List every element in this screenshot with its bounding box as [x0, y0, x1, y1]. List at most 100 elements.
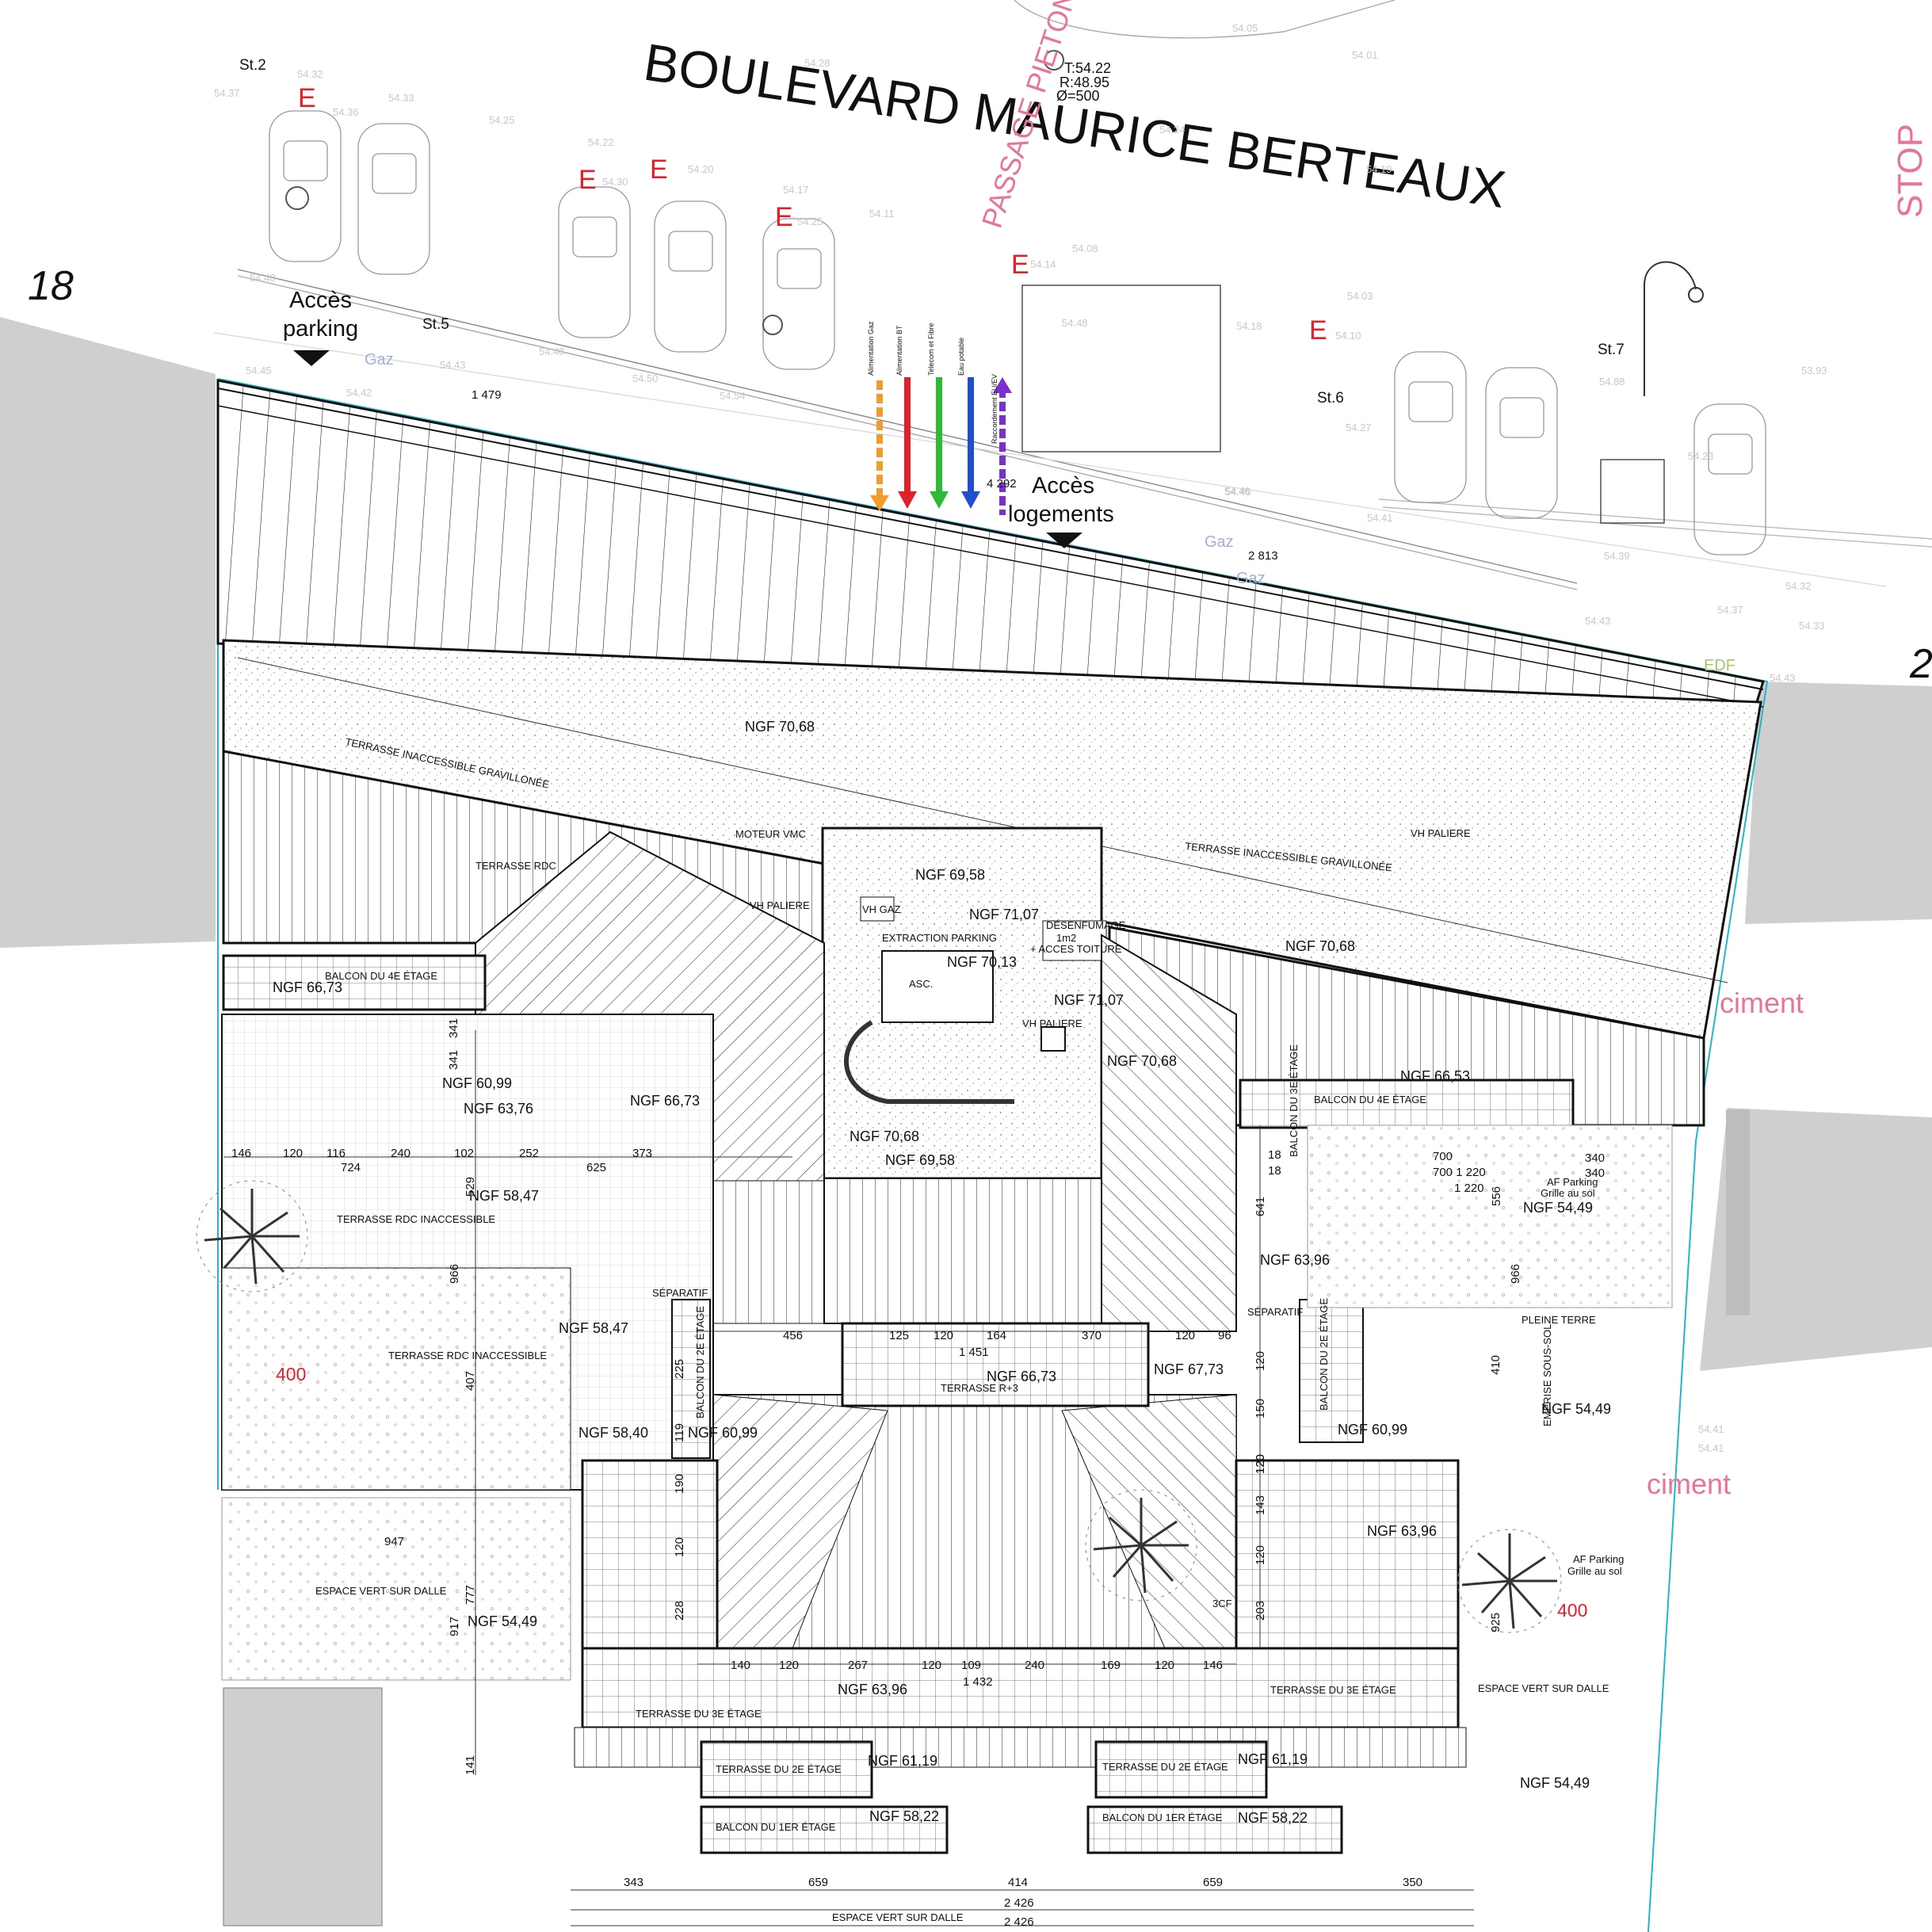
svg-text:TERRASSE DU 2E ÉTAGE: TERRASSE DU 2E ÉTAGE [716, 1763, 842, 1775]
edf-label: EDF [1704, 657, 1735, 674]
svg-text:54.88: 54.88 [1599, 376, 1625, 388]
ciment-label-1: ciment [1720, 987, 1804, 1019]
station-st2: St.2 [239, 57, 266, 74]
neighbour-building-right [1700, 1108, 1932, 1371]
svg-text:54.46: 54.46 [1224, 485, 1250, 497]
svg-text:DÉSENFUMAGE: DÉSENFUMAGE [1046, 919, 1126, 931]
manhole-label-r: R:48.95 [1060, 74, 1109, 90]
gas-label-3: Gaz [1236, 570, 1266, 587]
svg-text:1m2: 1m2 [1056, 932, 1076, 944]
ciment-label-2: ciment [1647, 1468, 1731, 1500]
svg-text:VH PALIERE: VH PALIERE [750, 899, 810, 911]
svg-text:NGF 63,96: NGF 63,96 [838, 1682, 907, 1697]
svg-text:700: 700 [1433, 1150, 1453, 1163]
svg-text:BALCON DU 4E ÉTAGE: BALCON DU 4E ÉTAGE [325, 970, 437, 982]
svg-text:54.10: 54.10 [1335, 330, 1361, 342]
neighbour-plot-right [1745, 682, 1932, 924]
svg-text:NGF 54,49: NGF 54,49 [1541, 1401, 1611, 1417]
street-number-right: 2 [1909, 641, 1932, 687]
svg-text:E: E [1309, 315, 1327, 346]
svg-text:54.43: 54.43 [1770, 672, 1796, 684]
svg-text:Grille au sol: Grille au sol [1541, 1187, 1595, 1199]
svg-text:TERRASSE R+3: TERRASSE R+3 [941, 1382, 1018, 1394]
dim-4292: 4 292 [987, 477, 1017, 491]
network-legend: Alimentation Gaz Alimentation BT Telecom… [867, 321, 998, 444]
svg-text:NGF 70,68: NGF 70,68 [850, 1128, 919, 1144]
svg-text:MOTEUR VMC: MOTEUR VMC [735, 828, 806, 840]
svg-text:340: 340 [1585, 1166, 1605, 1180]
svg-text:625: 625 [586, 1161, 606, 1174]
svg-text:529: 529 [464, 1177, 477, 1197]
svg-text:54.41: 54.41 [1367, 512, 1393, 524]
svg-text:120: 120 [1254, 1454, 1267, 1474]
svg-text:NGF 69,58: NGF 69,58 [885, 1152, 955, 1168]
svg-text:414: 414 [1008, 1876, 1028, 1889]
svg-text:54.24: 54.24 [1159, 124, 1186, 136]
svg-text:203: 203 [1254, 1601, 1267, 1621]
svg-text:54.41: 54.41 [1698, 1442, 1724, 1454]
svg-text:BALCON DU 4E ÉTAGE: BALCON DU 4E ÉTAGE [1314, 1094, 1426, 1105]
svg-text:VH PALIERE: VH PALIERE [1411, 827, 1471, 839]
svg-text:NGF 70,68: NGF 70,68 [1285, 938, 1355, 954]
svg-text:54.01: 54.01 [1352, 49, 1378, 61]
e-markers: E E E E E E [298, 83, 1327, 346]
svg-text:Alimentation Gaz: Alimentation Gaz [867, 321, 875, 376]
svg-text:54.03: 54.03 [1347, 290, 1373, 302]
svg-text:NGF 63,96: NGF 63,96 [1260, 1252, 1330, 1268]
svg-text:E: E [650, 155, 668, 185]
svg-text:NGF 66,73: NGF 66,73 [273, 979, 342, 995]
access-parking-marker [293, 350, 330, 366]
svg-text:54.25: 54.25 [489, 114, 515, 126]
svg-text:54.42: 54.42 [346, 387, 372, 399]
svg-text:169: 169 [1101, 1659, 1121, 1672]
svg-text:120: 120 [1175, 1329, 1195, 1342]
svg-text:NGF 69,58: NGF 69,58 [915, 867, 985, 883]
svg-text:PLEINE TERRE: PLEINE TERRE [1522, 1314, 1596, 1326]
svg-text:54.37: 54.37 [1717, 604, 1743, 616]
svg-text:NGF 54,49: NGF 54,49 [468, 1613, 537, 1629]
svg-text:240: 240 [391, 1147, 410, 1160]
svg-text:+ ACCES TOITURE: + ACCES TOITURE [1030, 943, 1122, 955]
svg-text:141: 141 [464, 1755, 477, 1775]
svg-text:659: 659 [1203, 1876, 1223, 1889]
svg-text:267: 267 [848, 1659, 868, 1672]
hip-roof-centre [712, 1180, 825, 1324]
dim-2813: 2 813 [1248, 549, 1278, 563]
svg-text:410: 410 [1489, 1355, 1502, 1375]
svg-text:659: 659 [808, 1876, 828, 1889]
svg-text:150: 150 [1254, 1399, 1267, 1418]
svg-text:373: 373 [632, 1147, 652, 1160]
svg-text:252: 252 [519, 1147, 539, 1160]
svg-text:54.48: 54.48 [1062, 317, 1088, 329]
svg-text:54.36: 54.36 [333, 106, 359, 118]
access-parking-label-1: Accès [289, 288, 352, 313]
svg-text:146: 146 [231, 1147, 251, 1160]
svg-text:54.46: 54.46 [1225, 486, 1251, 498]
svg-text:54.43: 54.43 [1585, 615, 1611, 627]
svg-text:NGF 71,07: NGF 71,07 [969, 907, 1039, 922]
red-400-left: 400 [276, 1364, 306, 1384]
svg-text:Alimentation BT: Alimentation BT [895, 325, 903, 376]
svg-text:VH GAZ: VH GAZ [862, 903, 900, 915]
svg-text:BALCON DU 3E ÉTAGE: BALCON DU 3E ÉTAGE [1288, 1044, 1300, 1157]
svg-text:54.32: 54.32 [297, 68, 323, 80]
svg-text:700 1 220: 700 1 220 [1433, 1166, 1486, 1179]
svg-text:641: 641 [1254, 1197, 1267, 1216]
svg-text:54.37: 54.37 [214, 87, 240, 99]
svg-text:1 451: 1 451 [959, 1346, 989, 1359]
svg-text:E: E [298, 83, 316, 113]
svg-text:54.28: 54.28 [804, 57, 830, 69]
svg-text:18: 18 [1268, 1148, 1281, 1162]
svg-text:54.48: 54.48 [539, 346, 565, 357]
gas-label-1: Gaz [365, 351, 394, 368]
svg-text:NGF 66,53: NGF 66,53 [1400, 1068, 1470, 1084]
svg-text:54.39: 54.39 [1604, 550, 1630, 562]
svg-text:240: 240 [1025, 1659, 1044, 1672]
svg-text:54.05: 54.05 [1232, 22, 1258, 34]
svg-text:VH PALIERE: VH PALIERE [1022, 1018, 1082, 1029]
svg-text:125: 125 [889, 1329, 909, 1342]
parked-cars [269, 110, 1766, 556]
svg-text:120: 120 [922, 1659, 941, 1672]
svg-text:120: 120 [779, 1659, 799, 1672]
svg-text:E: E [578, 165, 597, 195]
